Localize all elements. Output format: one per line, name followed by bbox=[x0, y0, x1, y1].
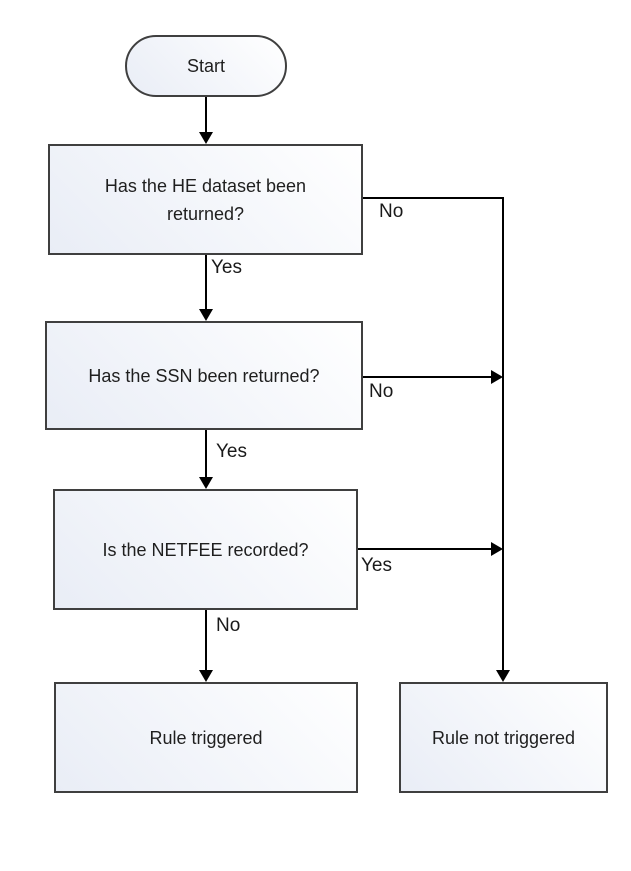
connector-rail-not-triggered bbox=[502, 197, 504, 670]
arrowhead-down-icon bbox=[199, 309, 213, 321]
node-question-netfee-label: Is the NETFEE recorded? bbox=[102, 539, 309, 560]
edge-label-q3-no: No bbox=[216, 615, 241, 636]
node-rule-not-triggered: Rule not triggered bbox=[399, 682, 608, 793]
node-question-he-dataset: Has the HE dataset been returned? bbox=[48, 144, 363, 255]
node-start-label: Start bbox=[186, 56, 225, 76]
connector-q2-yes bbox=[205, 430, 207, 477]
node-question-he-dataset-label: Has the HE dataset been returned? bbox=[104, 175, 307, 224]
node-rule-not-triggered-label: Rule not triggered bbox=[431, 727, 576, 748]
edge-label-q1-yes: Yes bbox=[211, 257, 242, 278]
arrowhead-right-icon bbox=[491, 370, 503, 384]
edge-label-q1-no: No bbox=[379, 201, 404, 222]
arrowhead-down-icon bbox=[199, 132, 213, 144]
connector-q1-no bbox=[363, 197, 504, 199]
edge-label-q3-yes: Yes bbox=[361, 555, 392, 576]
node-start: Start bbox=[125, 35, 287, 97]
node-question-ssn-label: Has the SSN been returned? bbox=[88, 365, 320, 386]
node-question-netfee: Is the NETFEE recorded? bbox=[53, 489, 358, 610]
arrowhead-down-icon bbox=[199, 477, 213, 489]
connector-start-q1 bbox=[205, 97, 207, 133]
arrowhead-right-icon bbox=[491, 542, 503, 556]
connector-q3-yes bbox=[358, 548, 491, 550]
node-question-ssn: Has the SSN been returned? bbox=[45, 321, 363, 430]
node-rule-triggered: Rule triggered bbox=[54, 682, 358, 793]
edge-label-q2-no: No bbox=[369, 381, 394, 402]
node-rule-triggered-label: Rule triggered bbox=[149, 727, 263, 748]
edge-label-q2-yes: Yes bbox=[216, 441, 247, 462]
arrowhead-down-icon bbox=[199, 670, 213, 682]
connector-q3-no bbox=[205, 610, 207, 670]
connector-q2-no bbox=[363, 376, 491, 378]
connector-q1-yes bbox=[205, 255, 207, 309]
arrowhead-down-icon bbox=[496, 670, 510, 682]
